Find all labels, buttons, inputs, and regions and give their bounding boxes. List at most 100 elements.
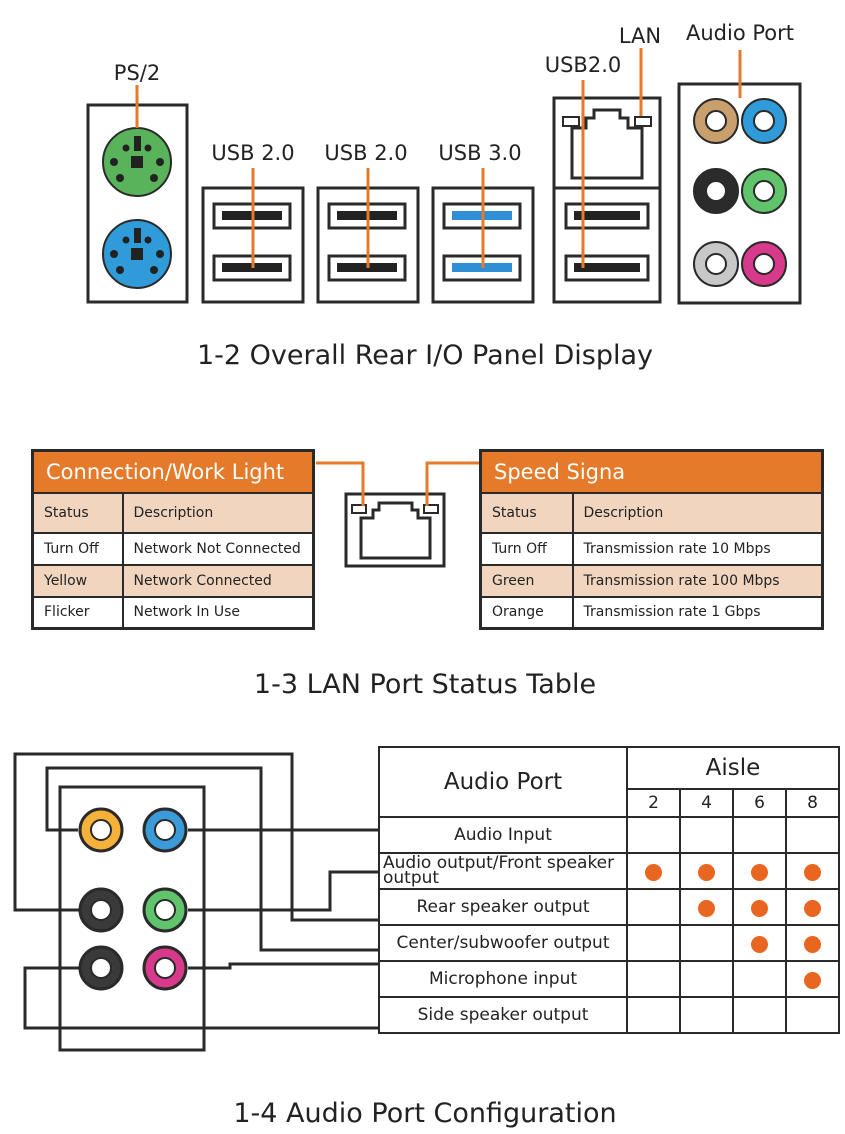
row-description: Network In Use <box>121 595 315 630</box>
col-description: Description <box>571 491 824 534</box>
usb-lan-label: USB2.0 <box>545 53 622 77</box>
row-description: Transmission rate 10 Mbps <box>571 531 824 566</box>
channel-mark-cell <box>679 924 734 962</box>
caption-audio-config: 1-4 Audio Port Configuration <box>233 1098 616 1129</box>
col-status: Status <box>479 491 574 534</box>
channel-mark-cell <box>626 852 681 890</box>
usb-block-a: USB 2.0 <box>201 141 305 304</box>
ps2-keyboard-port <box>102 127 172 197</box>
row-status: Yellow <box>31 563 124 598</box>
channel-mark-cell <box>679 996 734 1034</box>
channel-8: 8 <box>785 788 840 818</box>
aisle-header: Aisle <box>626 745 840 791</box>
channel-mark-cell <box>732 816 787 854</box>
table-row: Yellow Network Connected <box>31 563 315 598</box>
usb-a-label: USB 2.0 <box>211 141 294 165</box>
channel-4: 4 <box>679 788 734 818</box>
channel-mark-cell <box>626 996 681 1034</box>
row-status: Turn Off <box>479 531 574 566</box>
enabled-dot-icon <box>751 863 768 881</box>
channel-mark-cell <box>626 960 681 998</box>
audio-config-panel <box>13 752 380 1052</box>
channel-mark-cell <box>626 924 681 962</box>
usb-block-b: USB 2.0 <box>316 141 420 304</box>
lan-usb-block: USB2.0 LAN <box>545 24 662 304</box>
lan-label: LAN <box>619 24 661 48</box>
channel-mark-cell <box>626 888 681 926</box>
channel-mark-cell <box>679 960 734 998</box>
audio-row-label: Audio output/Front speaker output <box>378 852 628 890</box>
row-description: Transmission rate 100 Mbps <box>571 563 824 598</box>
ps2-mouse-port <box>102 219 172 289</box>
row-description: Network Not Connected <box>121 531 315 566</box>
channel-mark-cell <box>679 816 734 854</box>
audio-row-label: Audio Input <box>378 816 628 854</box>
channel-mark-cell <box>732 852 787 890</box>
usb-b-label: USB 2.0 <box>324 141 407 165</box>
row-status: Orange <box>479 595 574 630</box>
enabled-dot-icon <box>751 899 768 917</box>
channel-mark-cell <box>626 816 681 854</box>
speed-signal-table: Speed Signa Status Description Turn Off … <box>479 449 824 630</box>
ps2-group: PS/2 <box>86 61 189 304</box>
table-row: Turn Off Transmission rate 10 Mbps <box>479 531 824 566</box>
table-row: Side speaker output <box>378 996 840 1034</box>
connection-light-table: Connection/Work Light Status Description… <box>31 449 315 630</box>
audio-port-block: Audio Port <box>677 21 802 305</box>
channel-mark-cell <box>732 996 787 1034</box>
table-row: Audio output/Front speaker output <box>378 852 840 890</box>
ps2-label: PS/2 <box>114 61 160 85</box>
caption-lan-status: 1-3 LAN Port Status Table <box>254 669 596 700</box>
lan-port-icon <box>562 108 652 180</box>
audio-row-label: Microphone input <box>378 960 628 998</box>
table-row: Microphone input <box>378 960 840 998</box>
enabled-dot-icon <box>804 899 821 917</box>
channel-mark-cell <box>785 960 840 998</box>
table-row: Turn Off Network Not Connected <box>31 531 315 566</box>
channel-6: 6 <box>732 788 787 818</box>
row-description: Network Connected <box>121 563 315 598</box>
channel-mark-cell <box>785 852 840 890</box>
audio-row-label: Side speaker output <box>378 996 628 1034</box>
audio-port-header: Audio Port <box>378 746 628 818</box>
enabled-dot-icon <box>645 863 662 881</box>
enabled-dot-icon <box>698 899 715 917</box>
table-row: Green Transmission rate 100 Mbps <box>479 563 824 598</box>
enabled-dot-icon <box>698 863 715 881</box>
channel-mark-cell <box>732 924 787 962</box>
usb-c-label: USB 3.0 <box>438 141 521 165</box>
col-status: Status <box>31 491 124 534</box>
usb-block-c: USB 3.0 <box>431 141 535 304</box>
table-row: Flicker Network In Use <box>31 595 315 630</box>
table-row: Audio Input <box>378 816 840 854</box>
audio-wiring <box>13 752 380 1030</box>
audio-port-label: Audio Port <box>686 21 794 45</box>
table-row: Orange Transmission rate 1 Gbps <box>479 595 824 630</box>
channel-mark-cell <box>785 816 840 854</box>
speed-signal-title: Speed Signa <box>479 449 824 494</box>
channel-mark-cell <box>732 888 787 926</box>
lan-center-port <box>316 461 480 568</box>
channel-mark-cell <box>679 852 734 890</box>
table-row: Center/subwoofer output <box>378 924 840 962</box>
audio-row-label: Center/subwoofer output <box>378 924 628 962</box>
channel-mark-cell <box>785 996 840 1034</box>
table-row: Rear speaker output <box>378 888 840 926</box>
enabled-dot-icon <box>751 935 768 953</box>
channel-mark-cell <box>785 924 840 962</box>
channel-mark-cell <box>785 888 840 926</box>
col-description: Description <box>121 491 315 534</box>
audio-row-label: Rear speaker output <box>378 888 628 926</box>
row-description: Transmission rate 1 Gbps <box>571 595 824 630</box>
channel-2: 2 <box>626 788 681 818</box>
enabled-dot-icon <box>804 863 821 881</box>
caption-rear-io: 1-2 Overall Rear I/O Panel Display <box>197 340 653 371</box>
channel-mark-cell <box>679 888 734 926</box>
connection-light-title: Connection/Work Light <box>31 449 315 494</box>
row-status: Turn Off <box>31 531 124 566</box>
row-status: Flicker <box>31 595 124 630</box>
enabled-dot-icon <box>804 935 821 953</box>
